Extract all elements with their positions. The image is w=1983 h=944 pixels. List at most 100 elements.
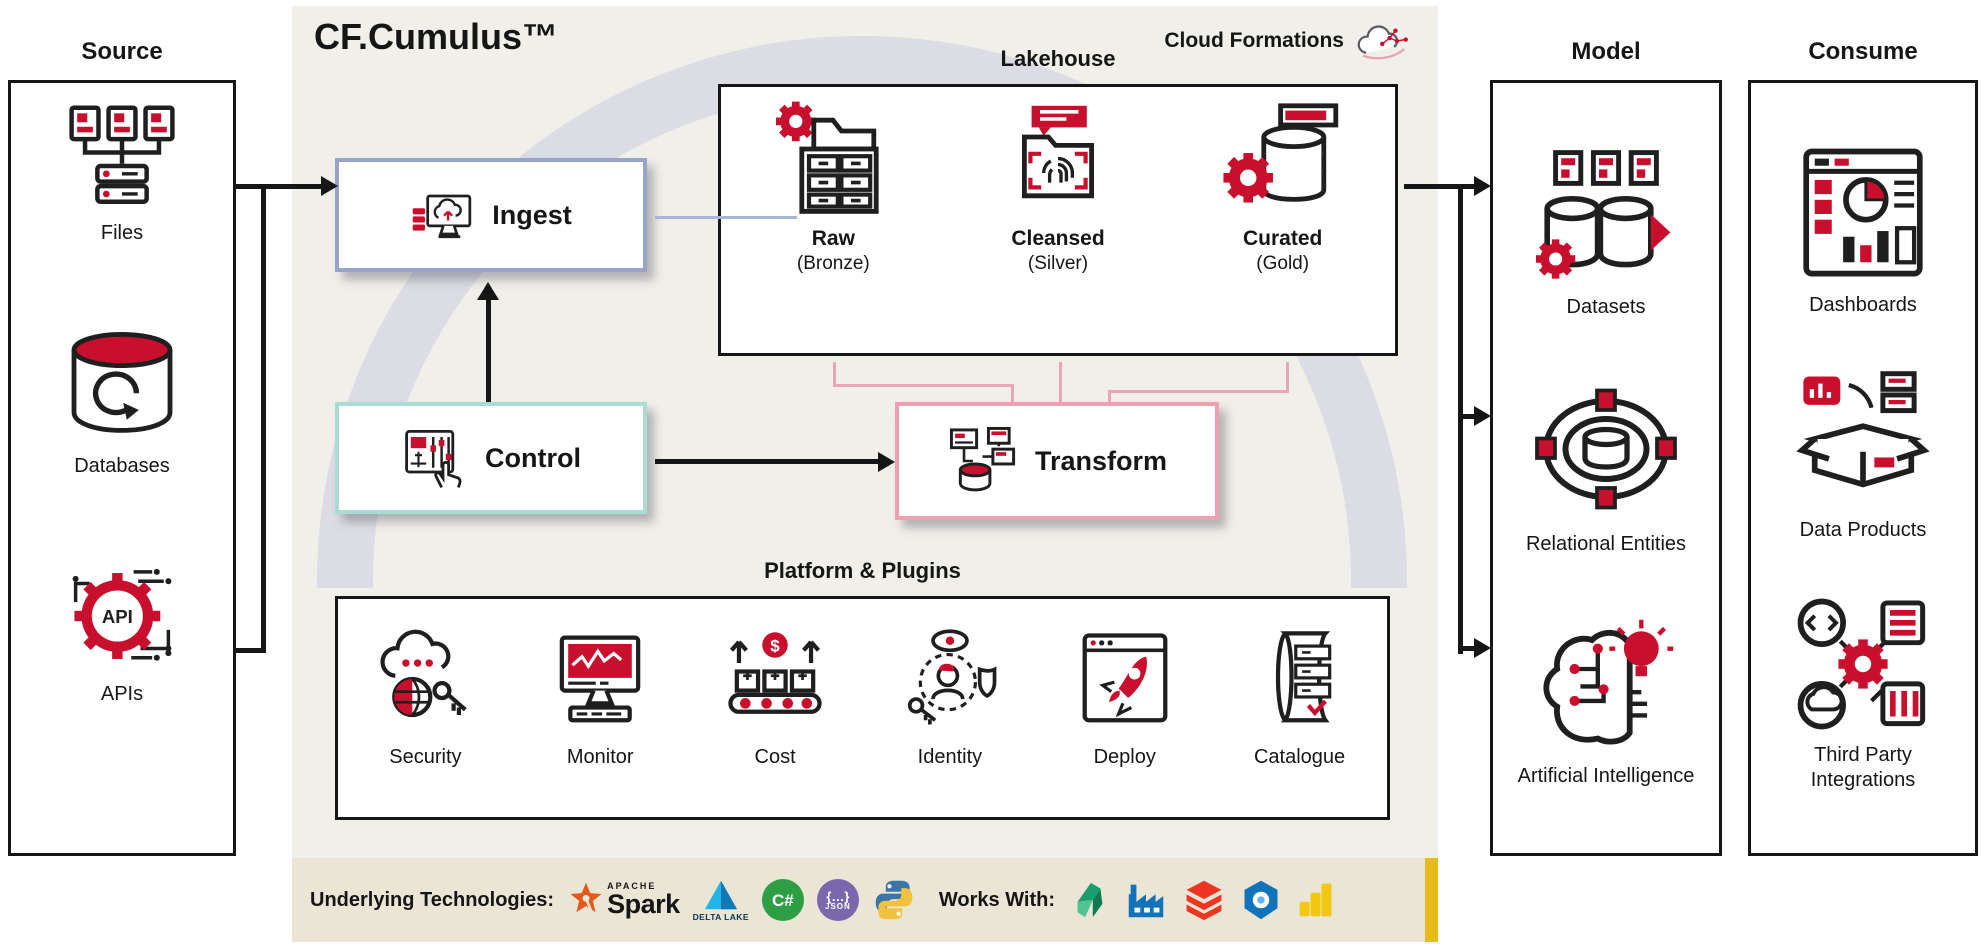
cleansed-fingerprint-icon (1022, 105, 1094, 199)
databricks-logo (1186, 880, 1222, 921)
consume-dashboards-label: Dashboards (1809, 294, 1917, 316)
transform-box: Transform (895, 402, 1219, 520)
plugin-identity-label: Identity (917, 746, 983, 768)
stage-curated-name: Curated (1243, 227, 1323, 250)
spark-star-icon (570, 882, 602, 914)
control-box: Control (335, 402, 647, 514)
cloud-formations-logo-icon (1357, 25, 1408, 60)
plugin-cost: $ Cost (688, 599, 863, 817)
consume-data-products-label: Data Products (1799, 519, 1927, 541)
json-braces-text: {…} (826, 888, 850, 904)
spark-apache-text: APACHE (607, 881, 657, 891)
ingest-label: Ingest (492, 199, 572, 230)
consume-item-dashboards: Dashboards (1788, 143, 1938, 318)
source-connector-vertical (261, 184, 266, 653)
cost-conveyor-icon: $ (728, 632, 822, 714)
control-to-ingest-arrowhead (477, 282, 499, 300)
source-to-ingest-line (236, 184, 324, 189)
stage-cleansed-tier: (Silver) (1027, 253, 1089, 274)
transform-icon (949, 426, 1016, 492)
svg-text:API: API (102, 606, 133, 627)
model-panel: Datasets Relational Entitie (1490, 80, 1722, 856)
ingest-to-lakehouse-connector (655, 216, 797, 219)
curated-to-transform-connector (1286, 362, 1289, 392)
azure-synapse-logo (1244, 880, 1278, 920)
dashboards-icon (1803, 148, 1923, 277)
plugin-monitor: Monitor (513, 599, 688, 817)
plugin-identity: Identity (862, 599, 1037, 817)
curated-to-transform-connector-h (1108, 390, 1289, 393)
consume-item-third-party: Third Party Integrations (1766, 593, 1961, 793)
technology-strip: Underlying Technologies: APACHE Spark DE… (292, 858, 1438, 942)
works-with-label: Works With: (938, 888, 1056, 911)
model-relational-entities-label: Relational Entities (1525, 533, 1687, 555)
plugin-deploy: Deploy (1037, 599, 1212, 817)
ingest-box: Ingest (335, 158, 647, 272)
plugin-catalogue: Catalogue (1212, 599, 1387, 817)
source-item-files: Files (63, 101, 181, 246)
csharp-text: C# (772, 890, 794, 910)
svg-text:$: $ (770, 636, 780, 655)
source-to-ingest-arrowhead (321, 176, 338, 196)
model-arrowhead-bottom (1474, 638, 1491, 658)
apache-spark-logo: APACHE Spark (567, 881, 680, 919)
plugin-security-label: Security (389, 746, 462, 768)
spark-word-text: Spark (607, 889, 680, 919)
data-products-icon (1796, 371, 1930, 488)
consume-panel: Dashboards Data Products (1748, 80, 1978, 856)
delta-triangle-icon (704, 880, 737, 909)
plugin-catalogue-label: Catalogue (1253, 746, 1346, 768)
plugin-security: Security (338, 599, 513, 817)
stage-raw-name: Raw (811, 227, 855, 250)
model-line-bottom (1461, 646, 1476, 651)
transform-label: Transform (1034, 445, 1168, 476)
third-party-integrations-icon (1797, 598, 1926, 730)
control-to-transform-line (655, 459, 880, 464)
source-files-label: Files (100, 222, 144, 244)
microsoft-fabric-logo (1077, 882, 1103, 918)
identity-person-icon (907, 629, 997, 725)
control-to-transform-arrowhead (878, 452, 895, 472)
consume-third-party-label: Third Party Integrations (1810, 744, 1916, 791)
api-gear-icon: API (72, 568, 172, 661)
underlying-technologies-label: Underlying Technologies: (310, 888, 555, 911)
lakehouse-stage-raw: Raw (Bronze) (721, 87, 946, 353)
monitor-screen-icon (559, 635, 641, 723)
model-artificial-intelligence-label: Artificial Intelligence (1517, 765, 1695, 787)
source-panel-title: Source (81, 38, 163, 65)
lakehouse-title: Lakehouse (1000, 46, 1116, 71)
model-datasets-label: Datasets (1566, 296, 1646, 318)
delta-lake-logo: DELTA LAKE (693, 879, 749, 922)
model-panel-title: Model (1571, 38, 1641, 65)
raw-to-transform-connector-h (833, 384, 1014, 387)
brand-name: Cloud Formations (1164, 29, 1344, 52)
files-network-icon (69, 105, 175, 205)
python-logo (875, 880, 913, 920)
security-cloud-key-icon (380, 629, 468, 718)
source-panel: Files Databases (8, 80, 236, 856)
csharp-logo: C# (761, 879, 804, 921)
json-logo: {…} JSON (816, 879, 859, 921)
delta-lake-text: DELTA LAKE (692, 911, 749, 922)
brand: Cloud Formations (1164, 18, 1416, 64)
platform-title: Platform & Plugins (764, 558, 961, 583)
model-item-relational-entities: Relational Entities (1526, 374, 1686, 557)
lakehouse-stage-cleansed: Cleansed (Silver) (946, 87, 1171, 353)
control-to-ingest-line (486, 298, 491, 402)
gold-accent-bar (1425, 858, 1438, 942)
power-bi-logo (1299, 883, 1332, 917)
platform-box: Security Monitor $ (335, 596, 1390, 820)
cleansed-to-transform-connector (1059, 362, 1062, 402)
source-databases-label: Databases (74, 454, 170, 477)
lakehouse-to-model-line (1404, 184, 1480, 189)
ingest-icon (412, 194, 472, 239)
stage-raw-tier: (Bronze) (796, 253, 870, 274)
deploy-rocket-icon (1082, 633, 1168, 723)
model-item-artificial-intelligence: Artificial Intelligence (1517, 611, 1695, 789)
artificial-intelligence-icon (1542, 619, 1673, 745)
curated-database-gear-icon (1223, 103, 1338, 203)
azure-data-factory-logo (1128, 884, 1164, 918)
plugin-cost-label: Cost (754, 746, 796, 768)
control-label: Control (485, 442, 581, 473)
source-apis-label: APIs (100, 683, 144, 705)
